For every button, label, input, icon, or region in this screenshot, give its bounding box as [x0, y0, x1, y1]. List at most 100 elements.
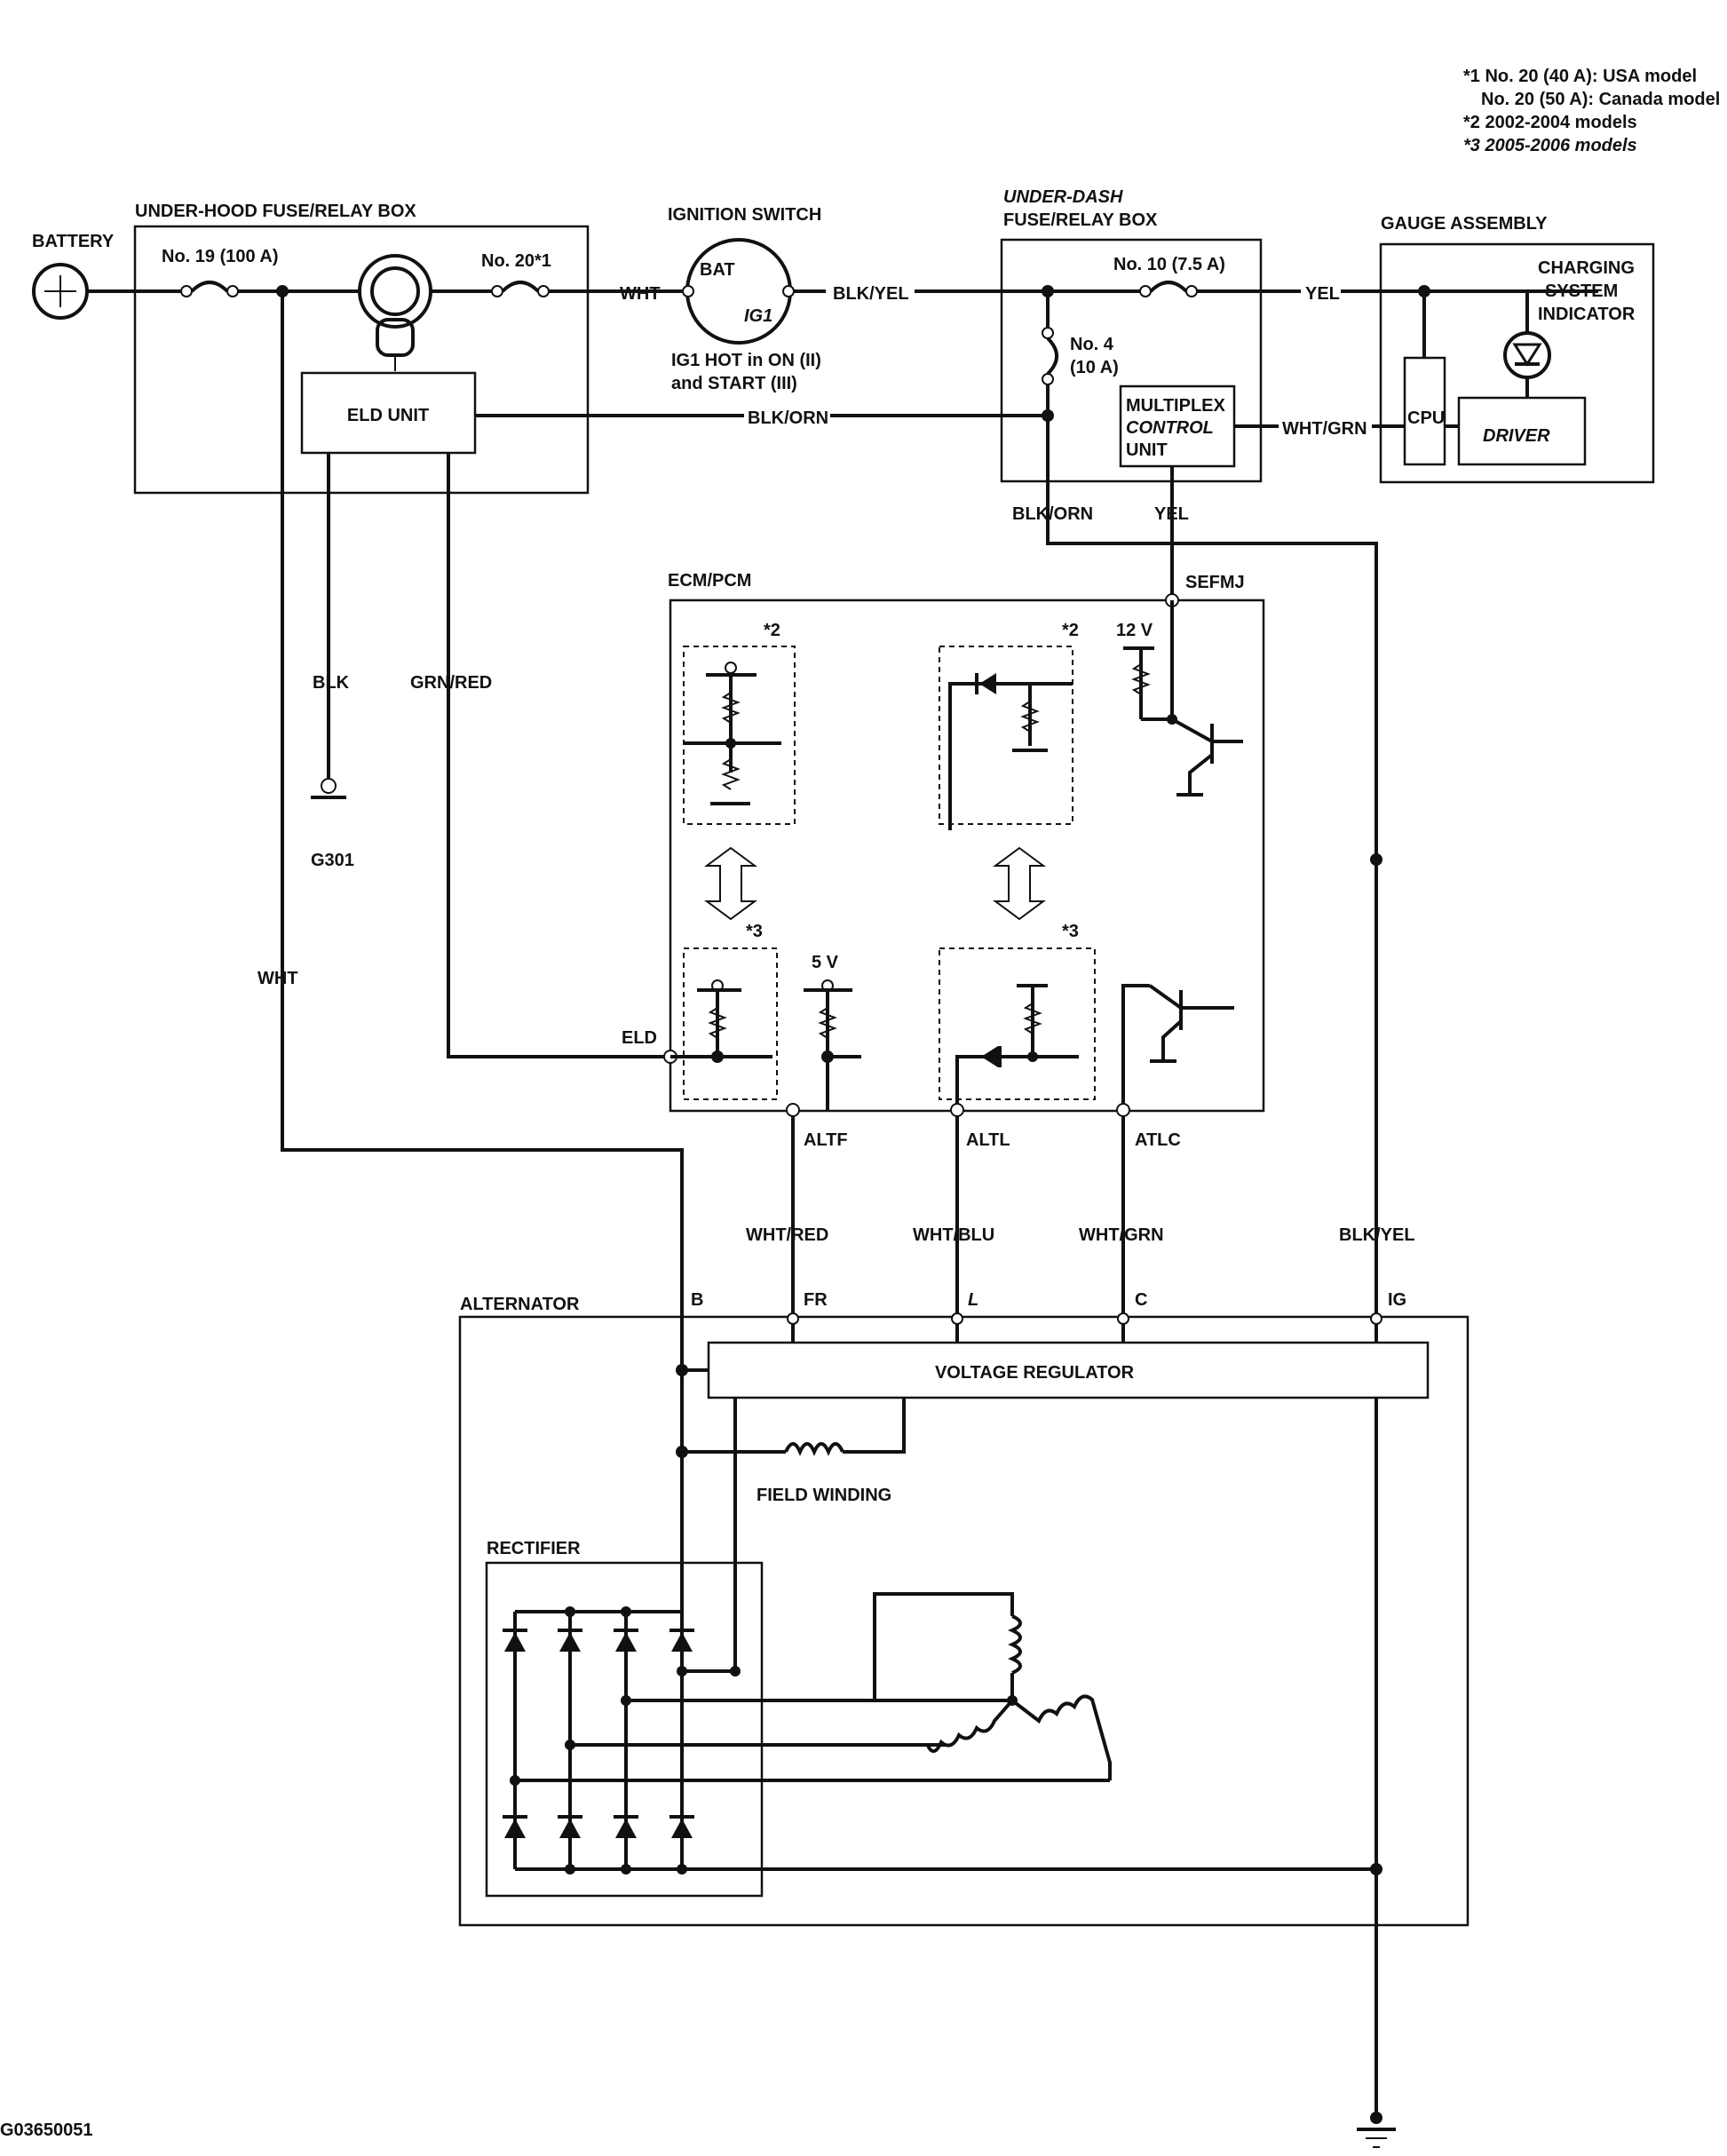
fuse-4-rating: (10 A) — [1070, 358, 1119, 377]
fuse-19-icon — [180, 281, 239, 297]
eld-terminal-label: ELD — [622, 1028, 657, 1048]
rectifier-diode-upper-3-icon — [614, 1629, 638, 1652]
ecm-block-2002-right — [939, 646, 1073, 825]
battery-label: BATTERY — [32, 232, 115, 251]
footnote-1b: No. 20 (50 A): Canada model — [1481, 90, 1720, 109]
footnotes: *1 No. 20 (40 A): USA model No. 20 (50 A… — [1463, 67, 1720, 155]
rectifier-diode-upper-4-icon — [669, 1629, 694, 1652]
atlc-terminal — [1116, 1103, 1130, 1117]
wire-wht-grn-label: WHT/GRN — [1079, 1225, 1164, 1245]
eld-unit-label: ELD UNIT — [347, 406, 429, 425]
altl-terminal-label: ALTL — [966, 1130, 1010, 1150]
ecm-pcm-title: ECM/PCM — [668, 571, 751, 591]
figure-id: G03650051 — [0, 2120, 93, 2140]
wire-blk-label: BLK — [313, 673, 350, 693]
rectifier-diode-lower-4-icon — [669, 1815, 694, 1838]
ground-g301-icon — [311, 778, 346, 799]
footnote-3: *3 2005-2006 models — [1463, 136, 1637, 155]
mcu-label-2: CONTROL — [1126, 418, 1214, 438]
gauge-assembly: GAUGE ASSEMBLY CHARGING SYSTEM INDICATOR… — [1379, 214, 1655, 484]
altl-terminal — [950, 1103, 964, 1117]
rectifier-diode-lower-3-icon — [614, 1815, 638, 1838]
under-hood-box-title: UNDER-HOOD FUSE/RELAY BOX — [135, 202, 416, 221]
wire-grn-red-label: GRN/RED — [410, 673, 492, 693]
atlc-terminal-label: ATLC — [1135, 1130, 1181, 1150]
charging-indicator-led-icon — [1503, 331, 1551, 379]
rectifier-outline — [485, 1561, 764, 1898]
ground-g301-label: G301 — [311, 851, 354, 870]
cpu-label: CPU — [1407, 408, 1445, 428]
under-dash-title-2: FUSE/RELAY BOX — [1003, 210, 1158, 230]
ecm-pcm-outline — [669, 598, 1265, 1113]
wire-blk-orn-label: BLK/ORN — [1012, 504, 1093, 524]
rectifier-diode-upper-2-icon — [558, 1629, 582, 1652]
voltage-regulator-label: VOLTAGE REGULATOR — [935, 1363, 1135, 1383]
ecm-star3-right: *3 — [1062, 922, 1079, 941]
alternator-fr-terminal: FR — [804, 1290, 828, 1310]
ecm-star3-left: *3 — [746, 922, 763, 941]
left-model-swap-arrow-icon — [703, 846, 758, 921]
fuse-20-label: No. 20*1 — [481, 251, 551, 271]
ignition-note-1: IG1 HOT in ON (II) — [671, 351, 821, 370]
fuse-10-icon — [1139, 281, 1198, 297]
footnote-2: *2 2002-2004 models — [1463, 113, 1637, 132]
ecm-block-2005-right — [939, 947, 1096, 1100]
ecm-block-2005-left — [683, 947, 778, 1100]
ignition-switch-icon — [685, 238, 792, 345]
alternator: ALTERNATOR B FR L C IG VOLTAGE REGULATOR… — [458, 1290, 1470, 2113]
alternator-title: ALTERNATOR — [460, 1295, 580, 1314]
altf-terminal-label: ALTF — [804, 1130, 848, 1150]
rectifier-diode-lower-1-icon — [503, 1815, 527, 1838]
alternator-c-terminal: C — [1135, 1290, 1147, 1310]
ecm-star2-left: *2 — [764, 621, 780, 640]
ecm-pcm: ECM/PCM SEFMJ *2 *2 12 V — [622, 571, 1265, 1150]
ignition-note-2: and START (III) — [671, 374, 797, 393]
gauge-assembly-title: GAUGE ASSEMBLY — [1381, 214, 1548, 234]
altf-terminal — [786, 1103, 800, 1117]
under-dash-box-outline — [1000, 238, 1263, 483]
fuse-10-label: No. 10 (7.5 A) — [1113, 255, 1225, 274]
ignition-bat-terminal: BAT — [700, 260, 735, 280]
charging-indicator-label-3: INDICATOR — [1538, 305, 1636, 324]
ignition-switch-title: IGNITION SWITCH — [668, 205, 821, 225]
charging-indicator-label-2: SYSTEM — [1545, 281, 1618, 301]
sefmj-terminal-label: SEFMJ — [1185, 573, 1245, 592]
alternator-b-terminal: B — [691, 1290, 703, 1310]
battery: BATTERY — [32, 232, 115, 320]
ignition-switch: IGNITION SWITCH BAT IG1 IG1 HOT in ON (I… — [668, 205, 821, 393]
alternator-l-terminal: L — [968, 1290, 978, 1310]
ecm-12v-label: 12 V — [1116, 621, 1153, 640]
wire-yel-top-label: YEL — [1305, 284, 1340, 304]
under-dash-fuse-relay-box: UNDER-DASH FUSE/RELAY BOX No. 10 (7.5 A)… — [1000, 187, 1263, 483]
fuse-4-icon — [1042, 327, 1058, 385]
wire-blk-yel-top-label: BLK/YEL — [833, 284, 909, 304]
rectifier-diode-lower-2-icon — [558, 1815, 582, 1838]
gauge-assembly-outline — [1379, 242, 1655, 484]
under-dash-title-1: UNDER-DASH — [1003, 187, 1123, 207]
eld-sensor-ring-icon — [358, 254, 432, 371]
field-winding-label: FIELD WINDING — [757, 1486, 891, 1505]
under-hood-box-outline — [133, 225, 590, 495]
fuse-4-label: No. 4 — [1070, 335, 1114, 354]
rectifier-title: RECTIFIER — [487, 1539, 581, 1558]
alternator-ground-icon — [1357, 2112, 1396, 2148]
fuse-20-icon — [491, 281, 550, 297]
wire-blk-yel-label: BLK/YEL — [1339, 1225, 1415, 1245]
under-hood-fuse-relay-box: UNDER-HOOD FUSE/RELAY BOX No. 19 (100 A)… — [133, 202, 590, 495]
mcu-label-1: MULTIPLEX — [1126, 396, 1226, 416]
wire-blk-orn-mid-label: BLK/ORN — [748, 408, 828, 428]
alternator-ig-terminal: IG — [1388, 1290, 1406, 1310]
charging-indicator-label-1: CHARGING — [1538, 258, 1635, 278]
rectifier-diode-upper-1-icon — [503, 1629, 527, 1652]
ecm-5v-label: 5 V — [812, 953, 839, 972]
wire-wht-grn-gauge-label: WHT/GRN — [1282, 419, 1367, 439]
eld-unit-box — [300, 371, 477, 455]
wire-wht-red-label: WHT/RED — [746, 1225, 828, 1245]
stator-winding-icon — [873, 1592, 1112, 1780]
wire-wht-blu-label: WHT/BLU — [913, 1225, 994, 1245]
right-model-swap-arrow-icon — [992, 846, 1047, 921]
wire-wht-top-label: WHT — [620, 284, 661, 304]
footnote-1a: *1 No. 20 (40 A): USA model — [1463, 67, 1697, 86]
wire-wht-label: WHT — [257, 969, 298, 988]
